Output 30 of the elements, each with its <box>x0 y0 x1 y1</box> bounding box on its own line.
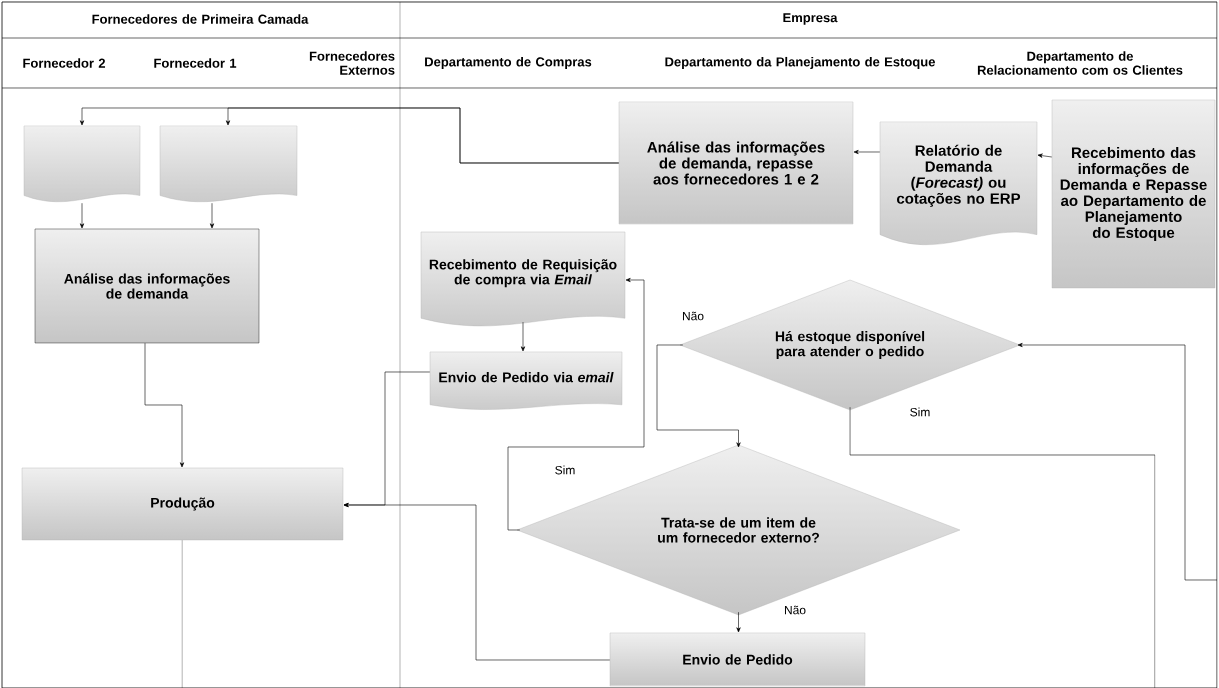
process-box: Análise das informações de demanda <box>34 228 260 344</box>
column-header: Departamento de Relacionamento com os Clientes <box>977 51 1183 75</box>
edge-label: Sim <box>553 464 577 476</box>
edge-label: Não <box>681 310 705 322</box>
process-box: Envio de Pedido <box>609 632 866 687</box>
edge-label: Não <box>783 604 807 616</box>
column-header: Fornecedores de Primeira Camada <box>92 14 309 24</box>
column-header: Empresa <box>783 13 838 25</box>
process-box: Recebimento das informações de Demanda e Repasse ao Departamento de Planejamento do Estoque <box>1051 99 1216 289</box>
process-box: Produção <box>21 467 344 541</box>
arrow <box>1037 153 1053 158</box>
arrow <box>79 202 85 229</box>
arrow <box>520 321 526 352</box>
process-box: Análise das informações de demanda, repasse aos fornecedores 1 e 2 <box>618 101 854 225</box>
column-header: Fornecedor 1 <box>154 58 237 68</box>
arrow <box>853 149 881 155</box>
column-header: Departamento de Compras <box>425 56 592 70</box>
column-header: Fornecedores Externos <box>309 51 395 75</box>
arrow <box>144 342 185 468</box>
document-shape <box>23 125 141 202</box>
column-header: Departamento da Planejamento de Estoque <box>665 56 935 70</box>
column-header: Fornecedor 2 <box>23 58 106 68</box>
document-shape <box>159 125 298 202</box>
arrow <box>736 611 741 633</box>
arrow <box>507 277 645 531</box>
arrow <box>1017 342 1218 581</box>
arrow <box>225 107 620 164</box>
arrow <box>343 502 611 661</box>
arrow <box>209 202 215 229</box>
arrow <box>656 344 741 448</box>
